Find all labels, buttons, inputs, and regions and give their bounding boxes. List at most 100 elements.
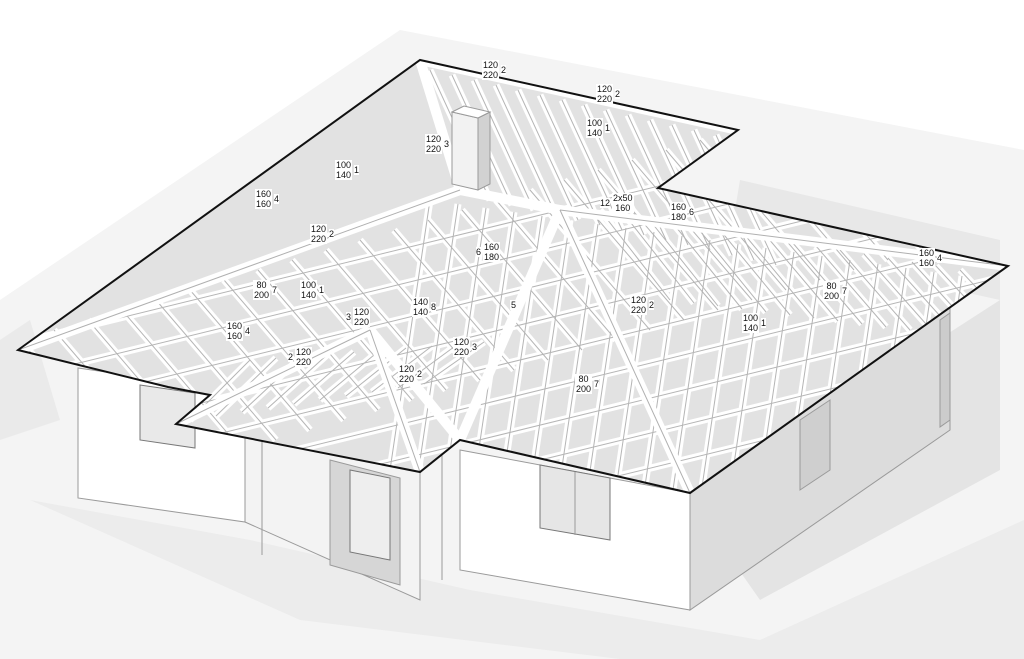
- member-width: 120: [483, 60, 499, 70]
- member-height: 160: [919, 258, 935, 268]
- member-type-number: 3: [444, 139, 450, 149]
- member-width: 100: [743, 313, 759, 323]
- member-height: 220: [483, 70, 499, 80]
- member-type-number: 1: [354, 165, 360, 175]
- member-height: 200: [824, 291, 840, 301]
- member-height: 160: [256, 199, 272, 209]
- member-height: 140: [743, 323, 759, 333]
- member-width: 160: [671, 202, 687, 212]
- chimney: [450, 105, 492, 191]
- member-type-number: 8: [431, 302, 437, 312]
- member-height: 200: [254, 290, 270, 300]
- member-type-number: 7: [272, 285, 278, 295]
- member-type-number: 4: [245, 326, 251, 336]
- member-width: 120: [631, 295, 647, 305]
- member-type-number: 3: [346, 312, 352, 322]
- member-type-number: 7: [842, 286, 848, 296]
- member-height: 220: [399, 374, 415, 384]
- member-height: 140: [336, 170, 352, 180]
- member-height: 160: [227, 331, 243, 341]
- member-label-text: 5: [510, 300, 518, 310]
- member-width: 100: [301, 280, 317, 290]
- member-width: 120: [597, 84, 613, 94]
- member-type-number: 2: [417, 369, 423, 379]
- member-label: 5: [510, 300, 518, 310]
- member-width: 120: [426, 134, 442, 144]
- member-type-number: 2: [288, 352, 294, 362]
- member-width: 160: [919, 248, 935, 258]
- member-type-number: 2: [615, 89, 621, 99]
- member-type-number: 12: [600, 198, 611, 208]
- member-height: 220: [311, 234, 327, 244]
- member-type-number: 2: [501, 65, 507, 75]
- member-width: 160: [227, 321, 243, 331]
- member-width: 120: [454, 337, 470, 347]
- member-height: 140: [587, 128, 603, 138]
- member-width: 2x50: [613, 193, 633, 203]
- member-type-number: 2: [649, 300, 655, 310]
- member-type-number: 6: [476, 247, 482, 257]
- member-width: 160: [484, 242, 500, 252]
- member-width: 140: [413, 297, 429, 307]
- member-type-number: 1: [761, 318, 767, 328]
- member-type-number: 6: [689, 207, 695, 217]
- member-height: 180: [484, 252, 500, 262]
- roof-eave-outline: [15, 58, 1011, 495]
- member-height: 220: [354, 317, 370, 327]
- member-width: 80: [256, 280, 267, 290]
- member-height: 220: [631, 305, 647, 315]
- member-height: 160: [615, 203, 631, 213]
- member-width: 80: [578, 374, 589, 384]
- member-height: 140: [413, 307, 429, 317]
- member-width: 100: [587, 118, 603, 128]
- member-height: 220: [597, 94, 613, 104]
- member-height: 200: [576, 384, 592, 394]
- member-type-number: 4: [937, 253, 943, 263]
- member-width: 120: [311, 224, 327, 234]
- member-width: 100: [336, 160, 352, 170]
- member-height: 220: [454, 347, 470, 357]
- member-type-number: 7: [594, 379, 600, 389]
- house-walls: [77, 299, 951, 611]
- member-type-number: 2: [329, 229, 335, 239]
- member-height: 180: [671, 212, 687, 222]
- member-width: 160: [256, 189, 272, 199]
